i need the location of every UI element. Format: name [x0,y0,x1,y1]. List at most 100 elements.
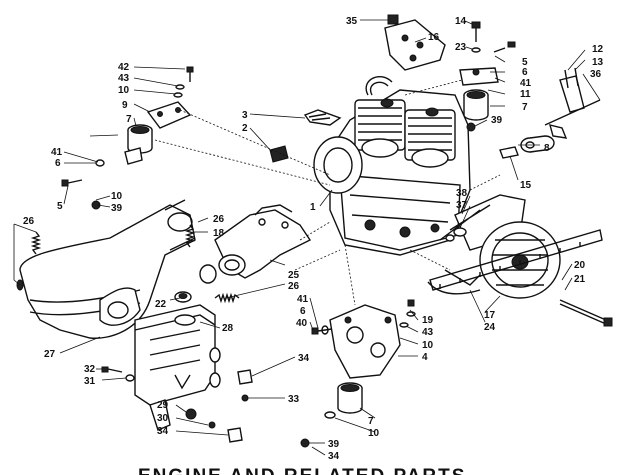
callout-33: 33 [288,394,300,405]
callout-39-top: 39 [491,115,503,126]
callout-11: 11 [520,89,531,100]
callout-5-left: 5 [57,201,63,212]
part-3 [303,109,342,126]
callout-7-bottom: 7 [368,416,374,427]
gasket-ring [199,264,217,284]
callout-40: 40 [296,318,308,329]
bolt-42 [186,66,194,82]
callout-6-left: 6 [55,158,61,169]
callout-4: 4 [422,352,428,363]
spring-26-mid [184,224,196,248]
callout-43-left: 43 [118,73,130,84]
bracket-11 [459,67,499,86]
washer-10-left [173,92,183,98]
leader-lines [13,19,601,456]
callout-8: 8 [544,143,550,154]
bolt-40 [311,325,333,335]
diagram-title: ENGINE AND RELATED PARTS [138,466,466,475]
part-33 [241,394,249,402]
exhaust-manifold-25 [214,204,312,279]
callout-9: 9 [122,100,128,111]
callout-23: 23 [455,42,467,53]
callout-37: 37 [456,200,468,211]
callout-10-bottom: 10 [368,428,380,439]
callout-43-mid: 43 [422,327,434,338]
hardware-19-43 [399,299,416,328]
engine-block [313,76,471,256]
washer-6-left [95,159,105,167]
callout-34-lower: 34 [157,426,169,437]
washer-43-left [175,84,185,90]
nut-29 [185,408,197,420]
nut-39-bottom [300,438,310,448]
callout-32: 32 [84,364,96,375]
callout-10-mid: 10 [111,191,123,202]
screw-32 [101,366,123,373]
bolt-5-left [61,179,83,187]
callout-41-top: 41 [520,78,532,89]
cylinder-heads [354,98,456,168]
callout-13: 13 [592,57,604,68]
callout-3: 3 [242,110,248,121]
callout-21: 21 [574,274,586,285]
callout-18: 18 [213,228,225,239]
callout-35: 35 [346,16,358,27]
callout-30: 30 [157,413,169,424]
callout-19: 19 [422,315,434,326]
callout-31: 31 [84,376,96,387]
clip-34 [237,369,253,385]
mount-7-right [463,89,489,121]
callout-34: 34 [298,353,310,364]
callout-16: 16 [428,32,440,43]
callout-41-mid: 41 [297,294,309,305]
callout-17: 17 [484,310,496,321]
callout-6-mid: 6 [300,306,306,317]
callout-5-top: 5 [522,57,528,68]
callout-26-lower: 26 [288,281,300,292]
drive-pulley [439,194,561,299]
callout-12: 12 [592,44,604,55]
callout-26-left: 26 [23,216,35,227]
drive-belt-24 [427,229,603,295]
callout-39-bottom: 39 [328,439,340,450]
callout-10-mid-right: 10 [422,340,434,351]
clip-34-lower [227,427,243,443]
callout-20: 20 [574,260,586,271]
spacer-15 [499,146,519,159]
callout-25: 25 [288,270,300,281]
bracket-12-13 [544,67,601,139]
washer-31 [125,374,135,382]
callout-22: 22 [155,299,167,310]
bolt-14 [471,21,481,42]
mount-plate-9 [146,101,192,129]
callout-34-bottom: 34 [328,451,340,462]
muffler-27 [16,199,196,339]
mount-7-bottom [337,382,363,414]
mount-bracket-4 [329,304,401,379]
callout-1: 1 [310,202,316,213]
callout-7-left: 7 [126,114,132,125]
bracket-left [124,147,143,165]
air-silencer-28 [134,304,221,431]
spring-26-lower [214,292,240,304]
callout-42: 42 [118,62,130,73]
callout-2: 2 [242,123,248,134]
callout-29: 29 [157,400,169,411]
callout-39-left: 39 [111,203,123,214]
callout-27: 27 [44,349,56,360]
callout-14: 14 [455,16,467,27]
nut-35 [387,14,399,25]
part-2 [269,145,289,163]
callout-labels: 35 16 14 23 5 6 41 11 7 39 8 15 12 13 36… [23,16,604,462]
callout-6-top: 6 [522,67,528,78]
washer-30 [208,421,216,429]
callout-36: 36 [590,69,602,80]
callout-26-mid: 26 [213,214,225,225]
spring-26-left [30,231,42,255]
washer-10-bottom [324,411,336,419]
bolt-21 [559,299,613,327]
callout-7-top: 7 [522,102,528,113]
callout-15: 15 [520,180,532,191]
bracket-16 [384,19,446,71]
